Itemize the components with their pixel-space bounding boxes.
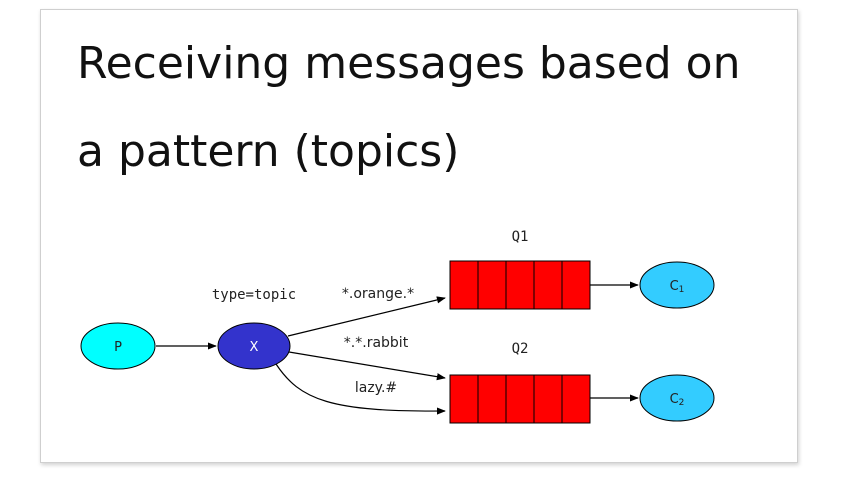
- consumer-c2-label: C2: [670, 392, 685, 408]
- queue-q1: [449, 260, 591, 310]
- exchange-label: X: [250, 340, 259, 355]
- edge-x-to-q2-rabbit: [288, 351, 446, 381]
- queue-q2: [449, 374, 591, 424]
- producer-label: P: [114, 340, 122, 355]
- consumer-c1-node: [639, 261, 715, 309]
- queue-q1-label: Q1: [512, 229, 529, 245]
- consumer-c2-node: [639, 374, 715, 422]
- exchange-node: [217, 322, 291, 370]
- queue-q2-label: Q2: [512, 341, 529, 357]
- exchange-type-label: type=topic: [212, 287, 296, 303]
- consumer-c1-label: C1: [670, 279, 685, 295]
- binding-key-rabbit: *.*.rabbit: [344, 335, 409, 351]
- binding-key-orange: *.orange.*: [342, 286, 414, 302]
- slide-title: Receiving messages based on a pattern (t…: [77, 38, 741, 177]
- producer-node: [80, 322, 156, 370]
- binding-key-lazy: lazy.#: [355, 380, 397, 396]
- edge-x-to-q2-lazy: [275, 363, 446, 415]
- edge-x-to-q1: [287, 296, 446, 337]
